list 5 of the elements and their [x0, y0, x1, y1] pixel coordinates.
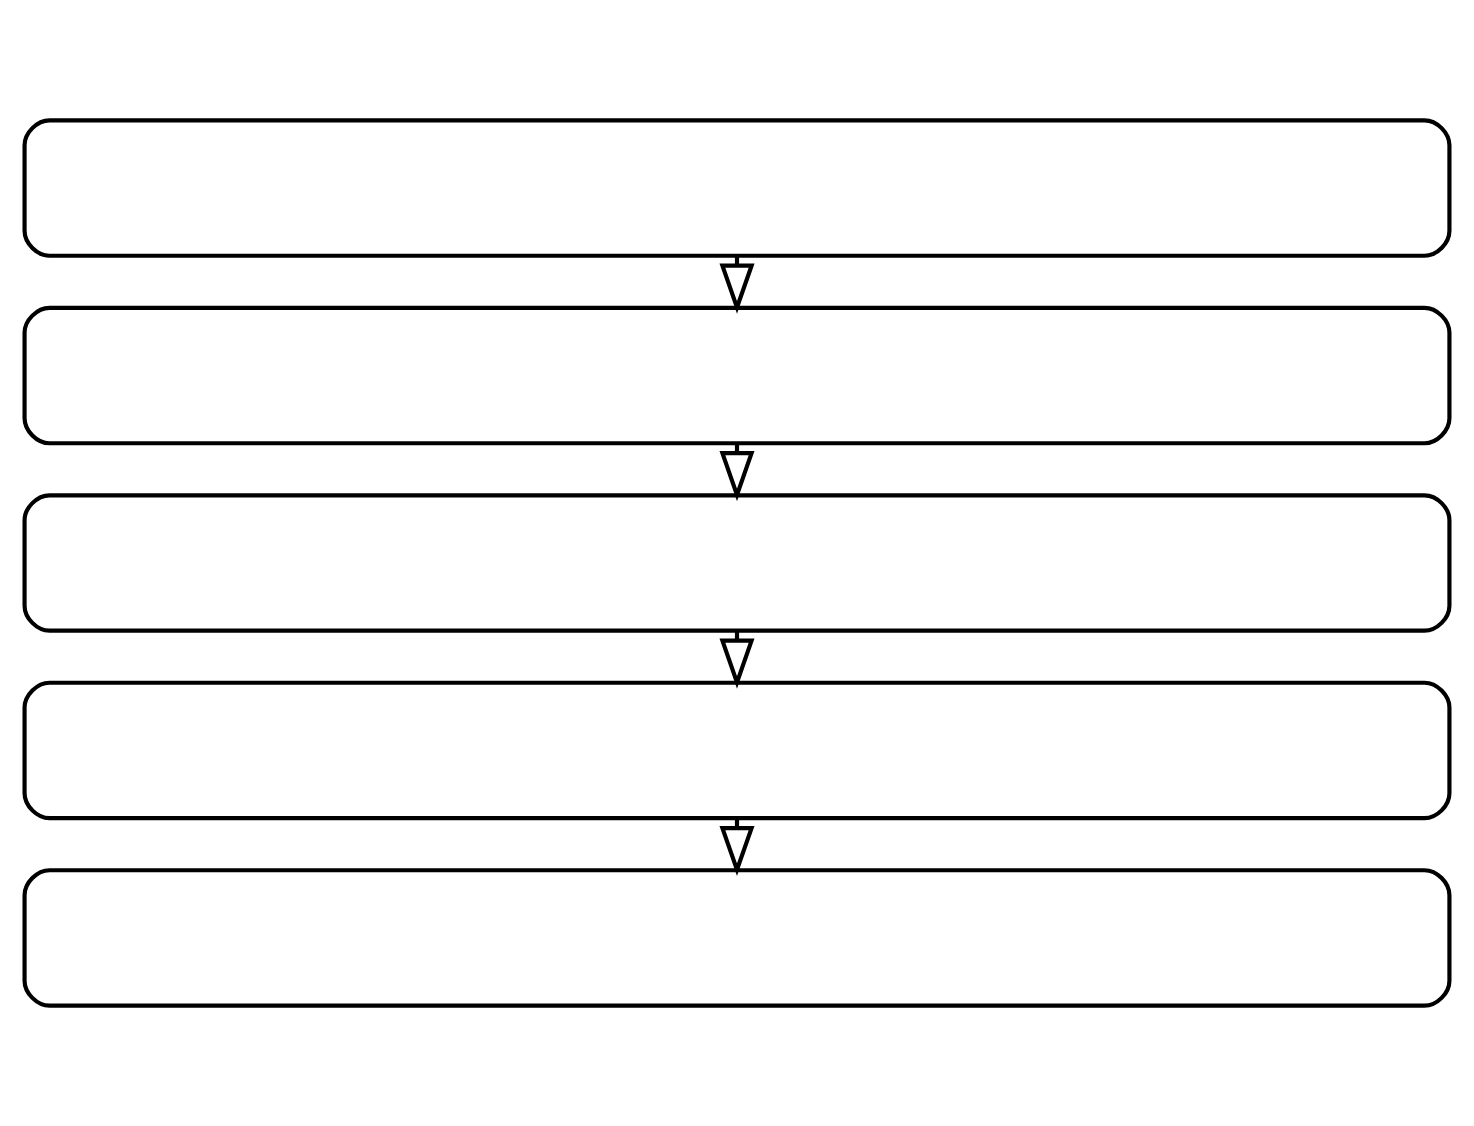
node-box — [22, 118, 1452, 258]
node-box — [22, 305, 1452, 446]
node-box — [22, 493, 1452, 633]
node-box — [22, 868, 1452, 1008]
node-box — [22, 680, 1452, 821]
